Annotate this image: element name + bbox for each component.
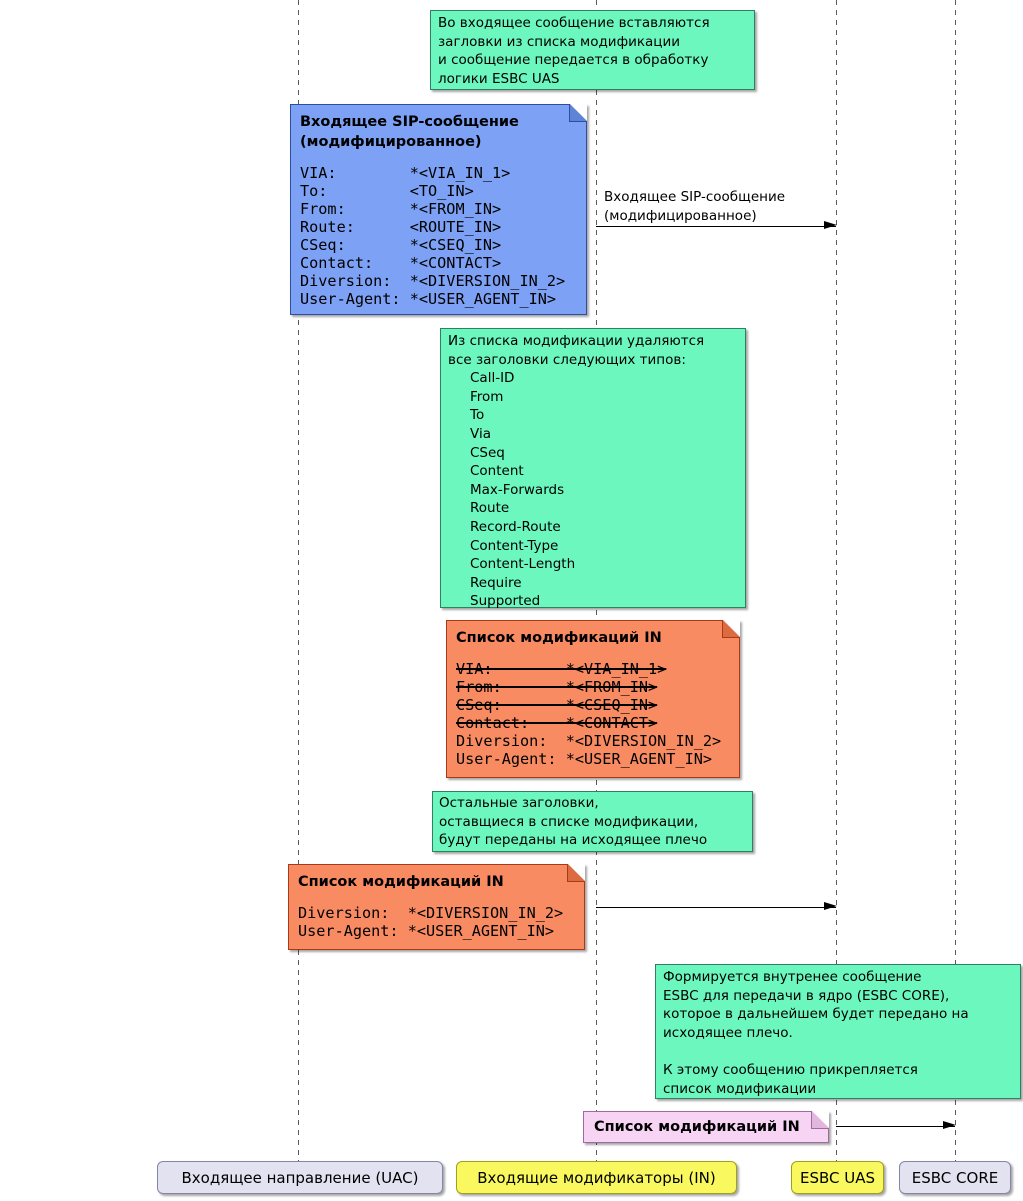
note-modlist-in-attached: Список модификаций IN [583,1111,829,1143]
participant-uac: Входящее направление (UAC) [157,1161,443,1194]
list-item: Supported [470,593,541,610]
note-insert-headers: Во входящее сообщение вставляются заглов… [430,10,755,90]
note-modlist-in-final: Список модификаций IN Diversion: *<DIVER… [288,864,585,950]
list-item: Content-Type [470,537,559,554]
note-modlist-in-final-title: Список модификаций IN [298,874,504,890]
note-fold-icon [722,620,740,638]
participant-esbc-core: ESBC CORE [899,1161,1011,1194]
list-item: CSeq [470,444,505,461]
message-arrow-attach-core [836,1121,956,1130]
list-item: From [470,388,504,405]
modlist-line: Diversion: *<DIVERSION_IN_2> [456,732,722,750]
arrowhead-icon [943,1121,956,1130]
list-item: Route [470,500,510,517]
note-remaining-headers: Остальные заголовки, оставщиеся в списке… [432,791,753,852]
message-arrow-incoming-sip [596,221,837,230]
list-item: Via [470,425,491,442]
modlist-line: User-Agent: *<USER_AGENT_IN> [456,750,713,768]
note-remaining-headers-text: Остальные заголовки, оставщиеся в списке… [439,795,708,849]
modlist-line: Contact: *<CONTACT> [456,714,658,732]
arrowhead-icon [824,902,837,911]
note-fold-icon [567,864,585,882]
participant-uac-label: Входящее направление (UAC) [181,1168,419,1187]
participant-esbc-core-label: ESBC CORE [911,1168,999,1187]
note-removed-headers: Из списка модификации удаляются все заго… [440,328,746,611]
participant-modifiers-in-label: Входящие модификаторы (IN) [477,1168,716,1187]
note-modlist-in-final-headers: Diversion: *<DIVERSION_IN_2> User-Agent:… [298,904,564,940]
note-sip-modified-title: Входящее SIP-сообщение (модифицированное… [300,114,519,150]
participant-esbc-uas-label: ESBC UAS [799,1168,876,1187]
message-arrow-modlist [596,902,837,911]
note-internal-message-text: Формируется внутренее сообщение ESBC для… [663,969,969,1097]
list-item: Call-ID [470,370,515,387]
note-modlist-in-title: Список модификаций IN [456,630,662,646]
arrowhead-icon [824,221,837,230]
note-fold-icon [811,1111,829,1129]
note-removed-headers-intro: Из списка модификации удаляются все заго… [448,333,705,368]
note-modlist-in: Список модификаций IN VIA: *<VIA_IN_1> F… [446,620,740,778]
list-item: Require [470,574,522,591]
note-internal-message: Формируется внутренее сообщение ESBC для… [655,964,1021,1099]
note-modlist-in-attached-title: Список модификаций IN [594,1119,800,1135]
lifeline-esbc-uas [836,0,837,1161]
removed-headers-list: Call-ID From To Via CSeq Content Max-For… [448,369,738,611]
note-sip-modified-headers: VIA: *<VIA_IN_1> To: <TO_IN> From: *<FRO… [300,164,566,308]
note-insert-headers-text: Во входящее сообщение вставляются заглов… [438,15,710,87]
modlist-line: VIA: *<VIA_IN_1> [456,660,667,678]
note-sip-modified: Входящее SIP-сообщение (модифицированное… [290,104,587,315]
note-fold-icon [569,104,587,122]
list-item: Max-Forwards [470,481,565,498]
list-item: Record-Route [470,518,561,535]
participant-modifiers-in: Входящие модификаторы (IN) [456,1161,737,1194]
modlist-line: CSeq: *<CSEQ_IN> [456,696,658,714]
note-modlist-in-lines: VIA: *<VIA_IN_1> From: *<FROM_IN> CSeq: … [456,660,730,768]
lifeline-esbc-core [955,0,956,1161]
list-item: Content-Length [470,556,576,573]
lifeline-uac [298,0,299,1161]
participant-esbc-uas: ESBC UAS [791,1161,884,1194]
message-label-incoming-sip: Входящее SIP-сообщение (модифицированное… [604,189,786,224]
modlist-line: From: *<FROM_IN> [456,678,658,696]
list-item: To [470,407,485,424]
list-item: Content [470,463,524,480]
